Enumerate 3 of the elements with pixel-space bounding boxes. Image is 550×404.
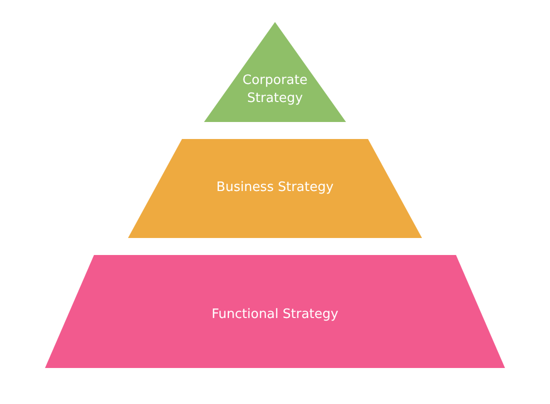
tier-label: Business Strategy bbox=[215, 179, 335, 197]
tier-label: Corporate Strategy bbox=[242, 72, 308, 108]
tier-label: Functional Strategy bbox=[210, 306, 340, 324]
